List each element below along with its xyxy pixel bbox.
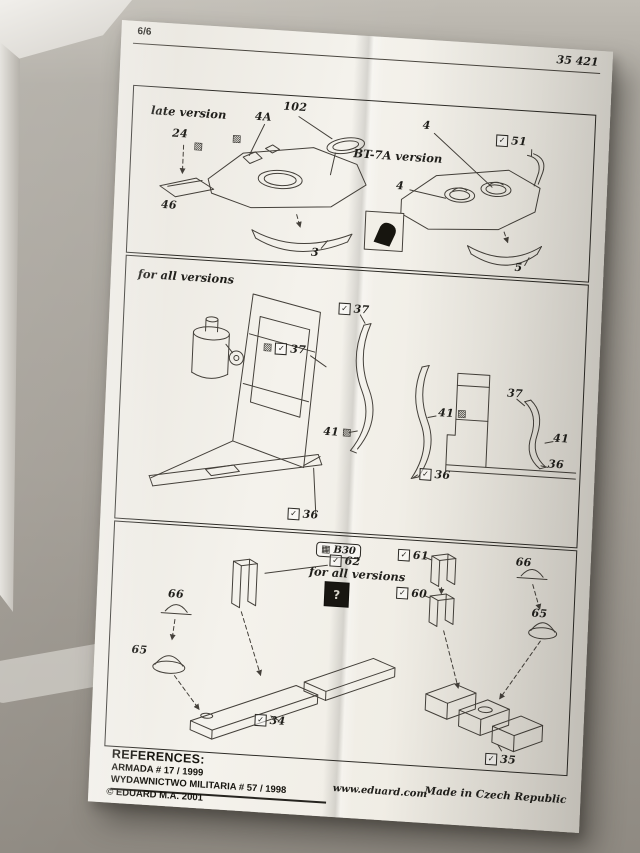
pe-part-icon: ▨	[341, 426, 352, 439]
part-callout-66-right: 66	[515, 555, 531, 569]
checkbox-icon: ✓	[287, 507, 300, 520]
part-callout-24: 24	[172, 126, 188, 140]
part-callout-46: 46	[161, 198, 177, 212]
part-callout-35: ✓35	[484, 752, 517, 767]
part-number: 36	[302, 507, 319, 522]
part-callout-36-right: ✓36	[419, 467, 451, 483]
panel-all-versions-stowage: ▦ B30 for all versions ? ✓62 66 65 ✓34 ✓…	[104, 520, 578, 777]
part-number: 37	[506, 386, 524, 401]
checkbox-icon: ✓	[275, 342, 288, 355]
part-callout-37-left: ▨✓37	[262, 341, 307, 357]
part-callout-3: 3	[311, 246, 320, 260]
sheet-number: 35 421	[556, 53, 599, 69]
part-callout-41-left: 41▨	[323, 425, 352, 440]
checkbox-icon: ✓	[254, 713, 267, 727]
checkbox-icon: ✓	[419, 467, 432, 481]
part-number: 3	[310, 245, 320, 260]
checkbox-icon: ✓	[495, 133, 509, 147]
part-number: 61	[412, 548, 430, 563]
part-number: 66	[167, 587, 185, 602]
checkbox-icon: ✓	[396, 586, 409, 600]
panel3-line-art	[152, 553, 558, 753]
part-callout-4a: 4A	[255, 110, 272, 124]
unknown-part-swatch: ?	[324, 582, 349, 607]
page-number: 6/6	[137, 26, 152, 38]
pe-part-icon: ▨	[193, 140, 204, 153]
part-number: 41	[437, 406, 455, 421]
part-callout-4-top: 4	[422, 119, 431, 133]
part-number: 102	[283, 99, 308, 115]
background-paper-edge-top	[0, 0, 132, 64]
part-callout-65-left: 65	[131, 643, 147, 657]
part-callout-51: ✓51	[495, 133, 528, 149]
part-number: 46	[160, 197, 178, 212]
part-callout-65-right: 65	[531, 607, 547, 621]
late-version-turret-diagram	[159, 116, 367, 252]
pe-part-icon: ▨	[456, 407, 467, 420]
hull-interior-diagram	[148, 293, 437, 513]
part-number: 37	[289, 342, 307, 357]
part-callout-34: ✓34	[254, 713, 286, 728]
panel2-line-art	[148, 293, 577, 513]
part-callout-36-side: 36	[548, 457, 564, 471]
right-assembly-diagram	[423, 553, 558, 753]
part-number: 4	[395, 179, 405, 193]
checkbox-icon: ✓	[397, 548, 411, 562]
instruction-sheet: 6/6 35 421	[87, 20, 614, 834]
checkbox-icon: ✓	[484, 752, 498, 766]
part-number: 65	[131, 642, 148, 657]
part-callout-37-top: ✓37	[338, 302, 370, 317]
part-callout-62: ✓62	[329, 553, 361, 569]
part-number: 66	[515, 555, 532, 570]
part-number: 41	[322, 424, 340, 439]
pe-part-icon: ▨	[231, 133, 242, 145]
part-number: 35	[499, 752, 517, 767]
part-number: 4	[422, 118, 431, 133]
part-callout-61: ✓61	[397, 548, 430, 563]
part-callout-37-side: 37	[507, 387, 523, 401]
part-callout-60: ✓60	[396, 586, 427, 601]
part-number: 60	[410, 586, 428, 601]
part-number: 4A	[254, 109, 272, 124]
part-number: 65	[531, 606, 548, 621]
bt7a-turret-diagram	[363, 132, 545, 266]
part-callout-5: 5	[514, 261, 523, 275]
panel-late-version: late version BT-7A version 102 4A 24 ▨ ▨…	[125, 84, 597, 283]
part-number: 41	[552, 431, 570, 446]
part-number: 37	[353, 302, 370, 317]
part-number: 34	[269, 713, 286, 728]
part-callout-41-side: 41	[553, 432, 569, 446]
part-callout-4-side: 4	[396, 179, 405, 193]
background-paper-edge-left	[0, 42, 20, 612]
panel1-line-art	[159, 116, 545, 266]
checkbox-icon: ✓	[329, 553, 342, 567]
pe-part-icon: ▨	[262, 341, 273, 353]
header-rule	[132, 42, 601, 74]
part-number: 62	[344, 554, 361, 569]
checkbox-icon: ✓	[338, 302, 351, 315]
part-callout-66-left: 66	[168, 587, 184, 601]
part-number: 36	[547, 457, 565, 472]
part-number: 24	[171, 126, 189, 141]
part-callout-41-right: 41▨	[438, 406, 467, 421]
part-callout-36-bottom: ✓36	[287, 507, 319, 522]
part-number: 5	[514, 260, 523, 275]
part-callout-102: 102	[283, 100, 307, 115]
part-number: 36	[434, 468, 451, 483]
side-elevation-diagram	[445, 372, 577, 480]
part-number: 51	[510, 134, 528, 149]
website-url: www.eduard.com	[332, 783, 428, 801]
panel-all-versions-hull: for all versions ✓37 ▨✓37 41▨ 41▨ ✓36 ✓3…	[114, 254, 589, 549]
made-in-label: Made in Czech Republic	[424, 784, 567, 807]
question-mark: ?	[332, 587, 341, 602]
left-assembly-diagram	[152, 558, 396, 740]
